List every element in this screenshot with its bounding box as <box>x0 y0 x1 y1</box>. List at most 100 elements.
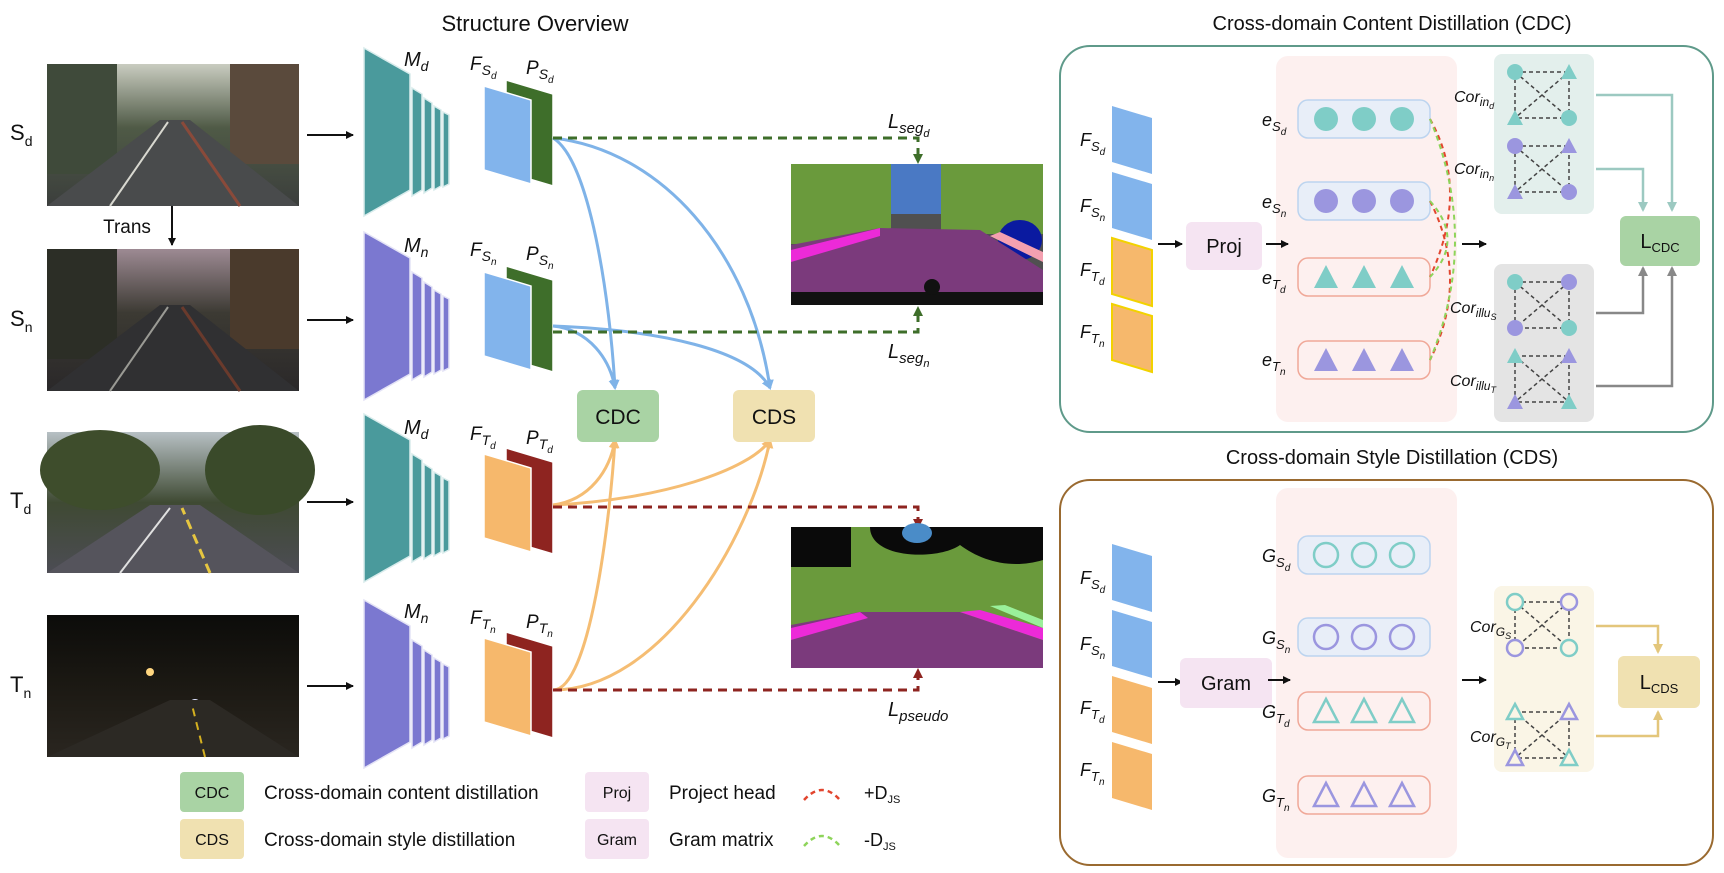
cdc-feature-stack <box>1111 106 1153 374</box>
model-label-sn: Mn <box>404 235 429 260</box>
cds-feat-label-td: FTd <box>1080 698 1105 726</box>
cdc-proj-box: Proj <box>1186 222 1262 270</box>
legend-cds-chip: CDS <box>195 832 229 849</box>
cdc-loss-arrows <box>1596 93 1677 388</box>
cor-in-d <box>1507 64 1577 126</box>
cor-illu-t <box>1507 348 1577 409</box>
feat-label-sn: FSn <box>470 240 497 268</box>
legend-minus-djs: -DJS <box>864 830 896 853</box>
cor-label-in-n: Corinn <box>1454 161 1494 183</box>
cdc-feat-label-tn: FTn <box>1080 322 1105 350</box>
cdc-embedding-sd <box>1297 99 1431 139</box>
segmentation-map-target <box>791 523 1043 668</box>
encoder-mn-target <box>363 598 450 770</box>
svg-text:CDS: CDS <box>752 406 796 429</box>
cds-loss-arrows <box>1596 624 1663 738</box>
loss-pseudo-label: Lpseudo <box>888 699 948 725</box>
pred-label-td: PTd <box>526 428 553 456</box>
cdc-js-curves <box>1429 118 1456 361</box>
legend-gram-text: Gram matrix <box>669 830 774 851</box>
legend-gram-chip: Gram <box>597 832 637 849</box>
photo-source-night <box>47 249 299 392</box>
feat-label-td: FTd <box>470 424 496 452</box>
cdc-loss-box: LCDC <box>1620 216 1700 266</box>
cds-gram-sn <box>1297 617 1431 657</box>
cdc-feat-label-sd: FSd <box>1080 130 1106 158</box>
photo-target-day <box>40 425 315 574</box>
pred-label-tn: PTn <box>526 612 553 640</box>
cdc-panel <box>1059 45 1714 433</box>
cds-gram-td <box>1297 691 1431 731</box>
svg-text:LCDS: LCDS <box>1640 672 1679 696</box>
pred-label-sn: PSn <box>526 244 554 272</box>
cdc-emb-label-sn: eSn <box>1262 192 1287 220</box>
svg-text:Proj: Proj <box>1206 236 1242 258</box>
feature-pred-tn <box>483 630 554 740</box>
segmentation-map-source <box>791 164 1043 305</box>
legend-cdc-text: Cross-domain content distillation <box>264 783 539 804</box>
cor-label-illu-s: CorilluS <box>1450 300 1496 322</box>
cdc-feat-label-sn: FSn <box>1080 196 1106 224</box>
loss-arrows <box>553 136 923 692</box>
svg-text:CDC: CDC <box>595 406 641 429</box>
model-label-tn: Mn <box>404 601 429 626</box>
cor-gs <box>1505 592 1579 658</box>
row-label-tn: Tn <box>10 672 31 701</box>
model-label-td: Md <box>404 417 430 442</box>
cds-feature-stack <box>1112 544 1152 810</box>
svg-text:Tn: Tn <box>10 672 31 701</box>
cor-illu-group <box>1494 264 1594 422</box>
encoder-md-source <box>363 46 450 218</box>
cds-gram-bg <box>1276 488 1457 858</box>
cds-feat-label-tn: FTn <box>1080 760 1105 788</box>
cdc-embedding-tn <box>1297 340 1431 380</box>
cor-in-group <box>1494 54 1594 214</box>
cds-g-label-td: GTd <box>1262 702 1290 730</box>
cdc-emb-label-td: eTd <box>1262 268 1286 296</box>
cds-g-label-sn: GSn <box>1262 628 1291 656</box>
encoder-md-target <box>363 412 450 584</box>
cds-feat-label-sd: FSd <box>1080 568 1106 596</box>
cdc-feat-label-td: FTd <box>1080 260 1105 288</box>
cor-in-n <box>1507 138 1577 200</box>
cds-panel-title: Cross-domain Style Distillation (CDS) <box>1226 447 1558 469</box>
feature-pred-td <box>483 446 554 556</box>
row-label-td: Td <box>10 488 31 517</box>
svg-text:Td: Td <box>10 488 31 517</box>
svg-text:Gram: Gram <box>1201 673 1251 695</box>
legend-plus-djs-line <box>803 788 841 801</box>
cor-label-gt: CorGT <box>1470 729 1512 751</box>
row-label-sd: Sd <box>10 120 32 149</box>
cdc-embedding-bg <box>1276 56 1457 422</box>
cdc-embedding-td <box>1297 257 1431 297</box>
cds-g-label-tn: GTn <box>1262 786 1290 814</box>
legend-plus-djs: +DJS <box>864 783 900 806</box>
model-label-sd: Md <box>404 49 430 74</box>
trans-label: Trans <box>103 217 151 238</box>
cdc-emb-label-sd: eSd <box>1262 110 1287 138</box>
legend: CDC Cross-domain content distillation CD… <box>180 772 900 859</box>
legend-cds-text: Cross-domain style distillation <box>264 830 515 851</box>
encoder-mn-source <box>363 230 450 402</box>
photo-target-night <box>47 615 299 758</box>
legend-proj-text: Project head <box>669 783 776 804</box>
cds-gram-tn <box>1297 775 1431 815</box>
feat-label-tn: FTn <box>470 608 496 636</box>
cdc-embedding-sn <box>1297 181 1431 221</box>
cor-illu-s <box>1507 274 1577 336</box>
row-label-sn: Sn <box>10 306 32 335</box>
svg-text:Sn: Sn <box>10 306 32 335</box>
cor-gt <box>1504 701 1580 767</box>
cdc-panel-title: Cross-domain Content Distillation (CDC) <box>1213 13 1572 35</box>
curves-to-distillation <box>552 136 774 692</box>
cds-gram-sd <box>1297 535 1431 575</box>
cds-box: CDS <box>733 390 815 442</box>
cds-feat-label-sn: FSn <box>1080 634 1106 662</box>
svg-text:LCDC: LCDC <box>1640 231 1679 255</box>
cds-panel <box>1059 479 1714 866</box>
overview-title: Structure Overview <box>441 11 628 36</box>
photo-source-day <box>47 64 299 207</box>
feature-pred-sn <box>483 264 554 374</box>
feature-pred-sd <box>483 78 554 188</box>
